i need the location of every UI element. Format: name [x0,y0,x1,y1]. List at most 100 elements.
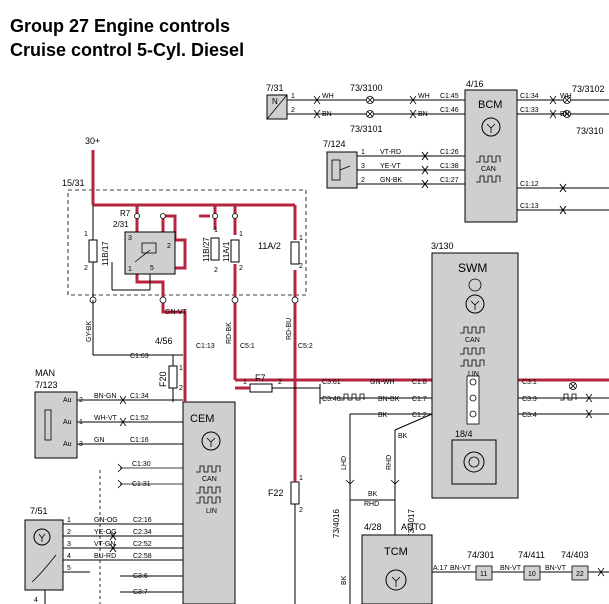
svg-text:11A/2: 11A/2 [258,241,281,251]
svg-text:CAN: CAN [202,476,217,483]
svg-text:7/31: 7/31 [266,83,284,93]
svg-text:3/130: 3/130 [431,241,454,251]
svg-text:11B/27: 11B/27 [202,237,211,262]
svg-text:4/16: 4/16 [466,79,484,89]
svg-text:C1:45: C1:45 [440,93,459,100]
fuse-11b17: 11B/17 [88,239,110,266]
svg-text:WH: WH [322,93,334,100]
svg-text:C3:7: C3:7 [133,589,148,596]
fuse-box-outline [67,189,307,296]
svg-text:C1:27: C1:27 [440,177,459,184]
svg-text:4: 4 [67,553,71,560]
svg-text:GN-WH: GN-WH [370,379,395,386]
svg-text:2: 2 [291,107,295,114]
svg-text:73/4017: 73/4017 [407,509,416,538]
svg-text:RD-BK: RD-BK [226,322,233,344]
svg-text:C1:34: C1:34 [130,393,149,400]
svg-text:C1:13: C1:13 [520,203,539,210]
module-cem: CEM CAN LIN [182,401,236,604]
svg-text:C1:16: C1:16 [130,437,149,444]
diagram-subtitle: Cruise control 5-Cyl. Diesel [10,40,245,60]
svg-text:CEM: CEM [190,413,214,425]
svg-text:2: 2 [167,243,171,250]
svg-text:VT-GN: VT-GN [94,541,115,548]
svg-text:C1:46: C1:46 [440,107,459,114]
svg-text:73/3100: 73/3100 [350,83,383,93]
module-swm: SWM CAN LIN [431,252,519,499]
svg-text:C1:26: C1:26 [440,149,459,156]
svg-text:C1:7: C1:7 [412,396,427,403]
svg-text:Au: Au [63,419,72,426]
svg-text:BCM: BCM [478,99,502,111]
svg-text:30+: 30+ [85,136,100,146]
svg-text:C3:6: C3:6 [133,573,148,580]
fuse-11a1: 11A/1 [222,239,240,263]
svg-text:74/301: 74/301 [467,550,495,560]
svg-text:7/124: 7/124 [323,139,346,149]
svg-text:N: N [272,97,278,106]
svg-text:C1:34: C1:34 [520,93,539,100]
svg-text:A:17: A:17 [433,565,448,572]
inline-connector-73-3100 [366,96,571,118]
svg-text:WH-VT: WH-VT [94,415,118,422]
svg-text:BN-VT: BN-VT [545,565,567,572]
svg-text:C2:16: C2:16 [133,517,152,524]
svg-text:VT-RD: VT-RD [380,149,401,156]
svg-text:YE-OG: YE-OG [94,529,117,536]
inline-connectors-tcm: 11 10 22 [475,565,589,581]
svg-text:1: 1 [179,365,183,372]
svg-text:RHD: RHD [386,455,393,470]
svg-text:C5:2: C5:2 [298,343,313,350]
svg-text:2: 2 [278,379,282,386]
svg-text:F20: F20 [158,371,168,387]
svg-text:74/411: 74/411 [518,550,545,560]
svg-text:AUTO: AUTO [401,522,426,532]
svg-text:R7: R7 [120,209,131,218]
svg-text:LHD: LHD [341,456,348,470]
svg-text:1: 1 [239,231,243,238]
svg-text:5: 5 [150,265,154,272]
module-bcm: BCM CAN [464,89,518,223]
svg-text:2: 2 [361,177,365,184]
svg-text:BN-VT: BN-VT [450,565,472,572]
svg-text:22: 22 [576,571,584,578]
splice-markers-top [313,95,557,119]
svg-text:BK: BK [378,412,388,419]
svg-text:YE-VT: YE-VT [380,163,401,170]
svg-text:1: 1 [243,379,247,386]
svg-text:10: 10 [528,571,536,578]
svg-text:C3:4: C3:4 [522,412,537,419]
svg-text:4: 4 [34,597,38,604]
svg-text:C2:34: C2:34 [133,529,152,536]
diagram-title: Group 27 Engine controls [10,16,231,36]
relay-2-31: 3 1 5 2 [124,231,176,275]
svg-text:2/31: 2/31 [113,220,129,229]
svg-text:CAN: CAN [481,166,496,173]
svg-text:2: 2 [239,265,243,272]
fuse-f20: F20 1 2 [158,365,183,392]
fuse-11b27: 11B/27 [202,237,220,262]
svg-text:18/4: 18/4 [455,429,473,439]
svg-text:BN: BN [418,111,428,118]
svg-text:1: 1 [84,231,88,238]
battery-feed-red [91,150,609,460]
svg-text:C1:31: C1:31 [132,481,151,488]
svg-text:BK: BK [368,491,378,498]
svg-text:BN-BK: BN-BK [378,396,400,403]
svg-text:Au: Au [63,441,72,448]
svg-text:4/56: 4/56 [155,336,173,346]
svg-text:1: 1 [214,227,218,234]
svg-text:LIN: LIN [468,371,479,378]
svg-text:74/403: 74/403 [561,550,589,560]
svg-text:73/310: 73/310 [576,126,604,136]
sensor-7-31: N 7/31 [266,83,288,120]
svg-text:C1:2: C1:2 [412,412,427,419]
svg-text:GN-VT: GN-VT [165,309,188,316]
svg-text:C1:12: C1:12 [520,181,539,188]
switch-7-123: Au Au Au 2 1 3 [34,391,83,459]
svg-text:11A/1: 11A/1 [222,241,231,262]
sensor-7-124: 7/124 [323,139,358,189]
svg-text:C3:3: C3:3 [522,396,537,403]
svg-text:1: 1 [361,149,365,156]
svg-text:1: 1 [67,517,71,524]
